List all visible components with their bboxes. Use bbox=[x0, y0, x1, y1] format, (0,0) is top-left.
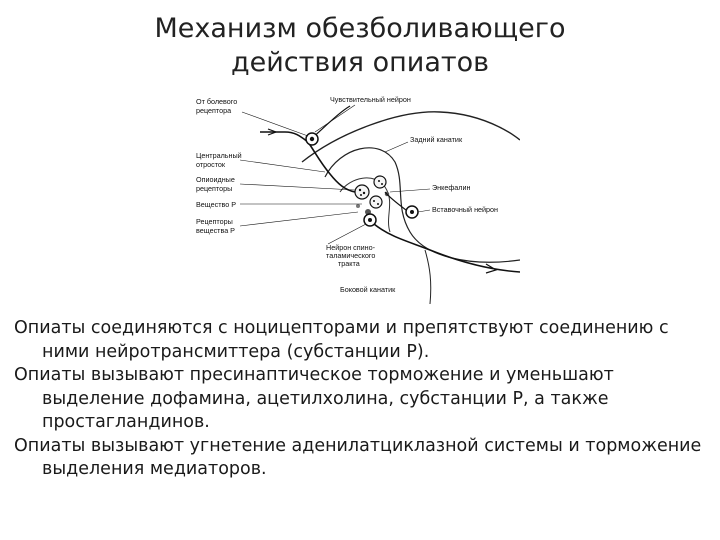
spinothalamic-neuron-nucleus bbox=[368, 218, 372, 222]
paragraph-2: Опиаты вызывают пресинаптическое торможе… bbox=[14, 365, 614, 432]
title-line-2: действия опиатов bbox=[230, 47, 490, 78]
synapse-cluster bbox=[354, 175, 390, 215]
spinothalamic-tract bbox=[373, 223, 520, 273]
label-from-pain-receptor-1: От болевого bbox=[196, 97, 237, 106]
body-text: Опиаты соединяются с ноцицепторами и пре… bbox=[14, 317, 714, 482]
label-spinothalamic-2: таламического bbox=[326, 251, 375, 260]
label-opioid-receptors-2: рецепторы bbox=[196, 184, 232, 193]
label-spinothalamic-3: тракта bbox=[338, 259, 360, 268]
paragraph-1: Опиаты соединяются с ноцицепторами и пре… bbox=[14, 318, 669, 362]
tract-arrow bbox=[485, 263, 498, 274]
slide-title: Механизм обезболивающего действия опиато… bbox=[60, 12, 660, 80]
label-substance-p-receptors-2: вещества Р bbox=[196, 226, 235, 235]
label-sensory-neuron: Чувствительный нейрон bbox=[330, 95, 411, 104]
gray-matter-edge bbox=[339, 177, 391, 233]
interneuron-nucleus bbox=[410, 210, 414, 214]
central-process-fibre bbox=[307, 141, 356, 193]
label-spinothalamic-1: Нейрон спино- bbox=[326, 243, 376, 252]
lateral-column-line bbox=[424, 249, 432, 304]
label-central-process-1: Центральный bbox=[196, 151, 242, 160]
leader-lines bbox=[239, 104, 431, 245]
label-opioid-receptors-1: Опиоидные bbox=[196, 175, 235, 184]
label-enkephalin: Энкефалин bbox=[432, 183, 470, 192]
label-substance-p: Вещество Р bbox=[196, 200, 236, 209]
label-central-process-2: отросток bbox=[196, 160, 226, 169]
label-interneuron: Вставочный нейрон bbox=[432, 205, 498, 214]
arrow-in bbox=[267, 128, 278, 136]
spinal-cord-outline bbox=[301, 111, 520, 163]
interneuron-process bbox=[384, 191, 407, 211]
paragraph-3: Опиаты вызывают угнетение аденилатциклаз… bbox=[14, 435, 702, 480]
label-substance-p-receptors-1: Рецепторы bbox=[196, 217, 233, 226]
label-dorsal-horn: Задний канатик bbox=[410, 135, 463, 144]
label-from-pain-receptor-2: рецептора bbox=[196, 106, 231, 115]
title-line-1: Механизм обезболивающего bbox=[154, 13, 566, 44]
label-lateral-column: Боковой канатик bbox=[340, 285, 396, 294]
sensory-neuron-nucleus bbox=[309, 136, 315, 142]
